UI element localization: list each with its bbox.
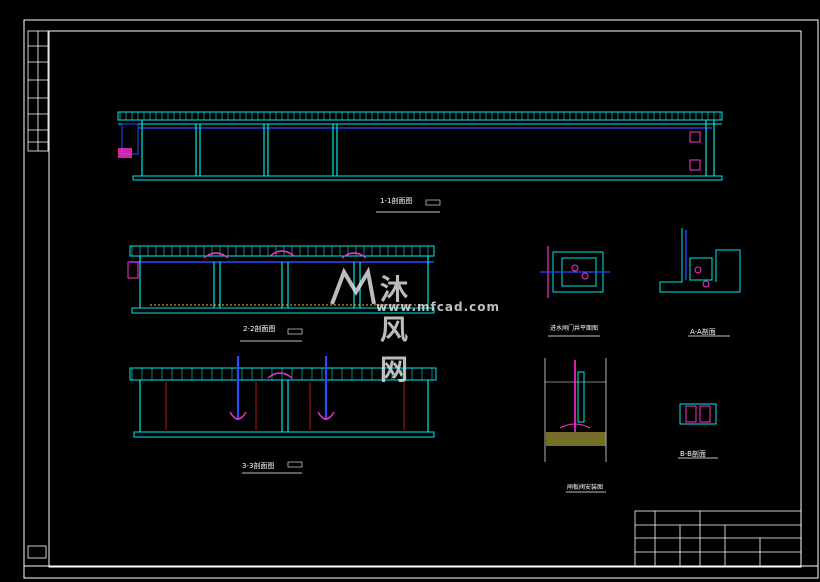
- section-b-b-title: B-B剖面: [680, 450, 706, 458]
- section-1-1-drawing: [117, 111, 723, 213]
- watermark-url: www.mfcad.com: [376, 300, 500, 314]
- section-a-a-drawing: [659, 228, 741, 337]
- valve-install-drawing: [544, 358, 607, 493]
- section-2-2-drawing: [127, 245, 435, 342]
- section-1-1-title: 1-1剖面图: [380, 197, 413, 205]
- gate-well-plan-drawing: [540, 246, 610, 337]
- left-title-strip: [27, 30, 49, 559]
- drawing-frame: [23, 19, 819, 579]
- title-block: [634, 510, 802, 568]
- section-3-3-drawing: [129, 356, 437, 474]
- section-3-3-title: 3-3剖面图: [242, 462, 275, 470]
- mf-logo-icon: [330, 266, 376, 305]
- watermark-text: 沐风网: [380, 273, 412, 386]
- section-a-a-title: A-A剖面: [690, 328, 716, 336]
- section-2-2-title: 2-2剖面图: [243, 325, 276, 333]
- gate-well-plan-title: 进水闸门井平面图: [550, 325, 599, 332]
- section-b-b-drawing: [678, 403, 718, 459]
- valve-install-title: 闸板阀安装图: [567, 484, 604, 491]
